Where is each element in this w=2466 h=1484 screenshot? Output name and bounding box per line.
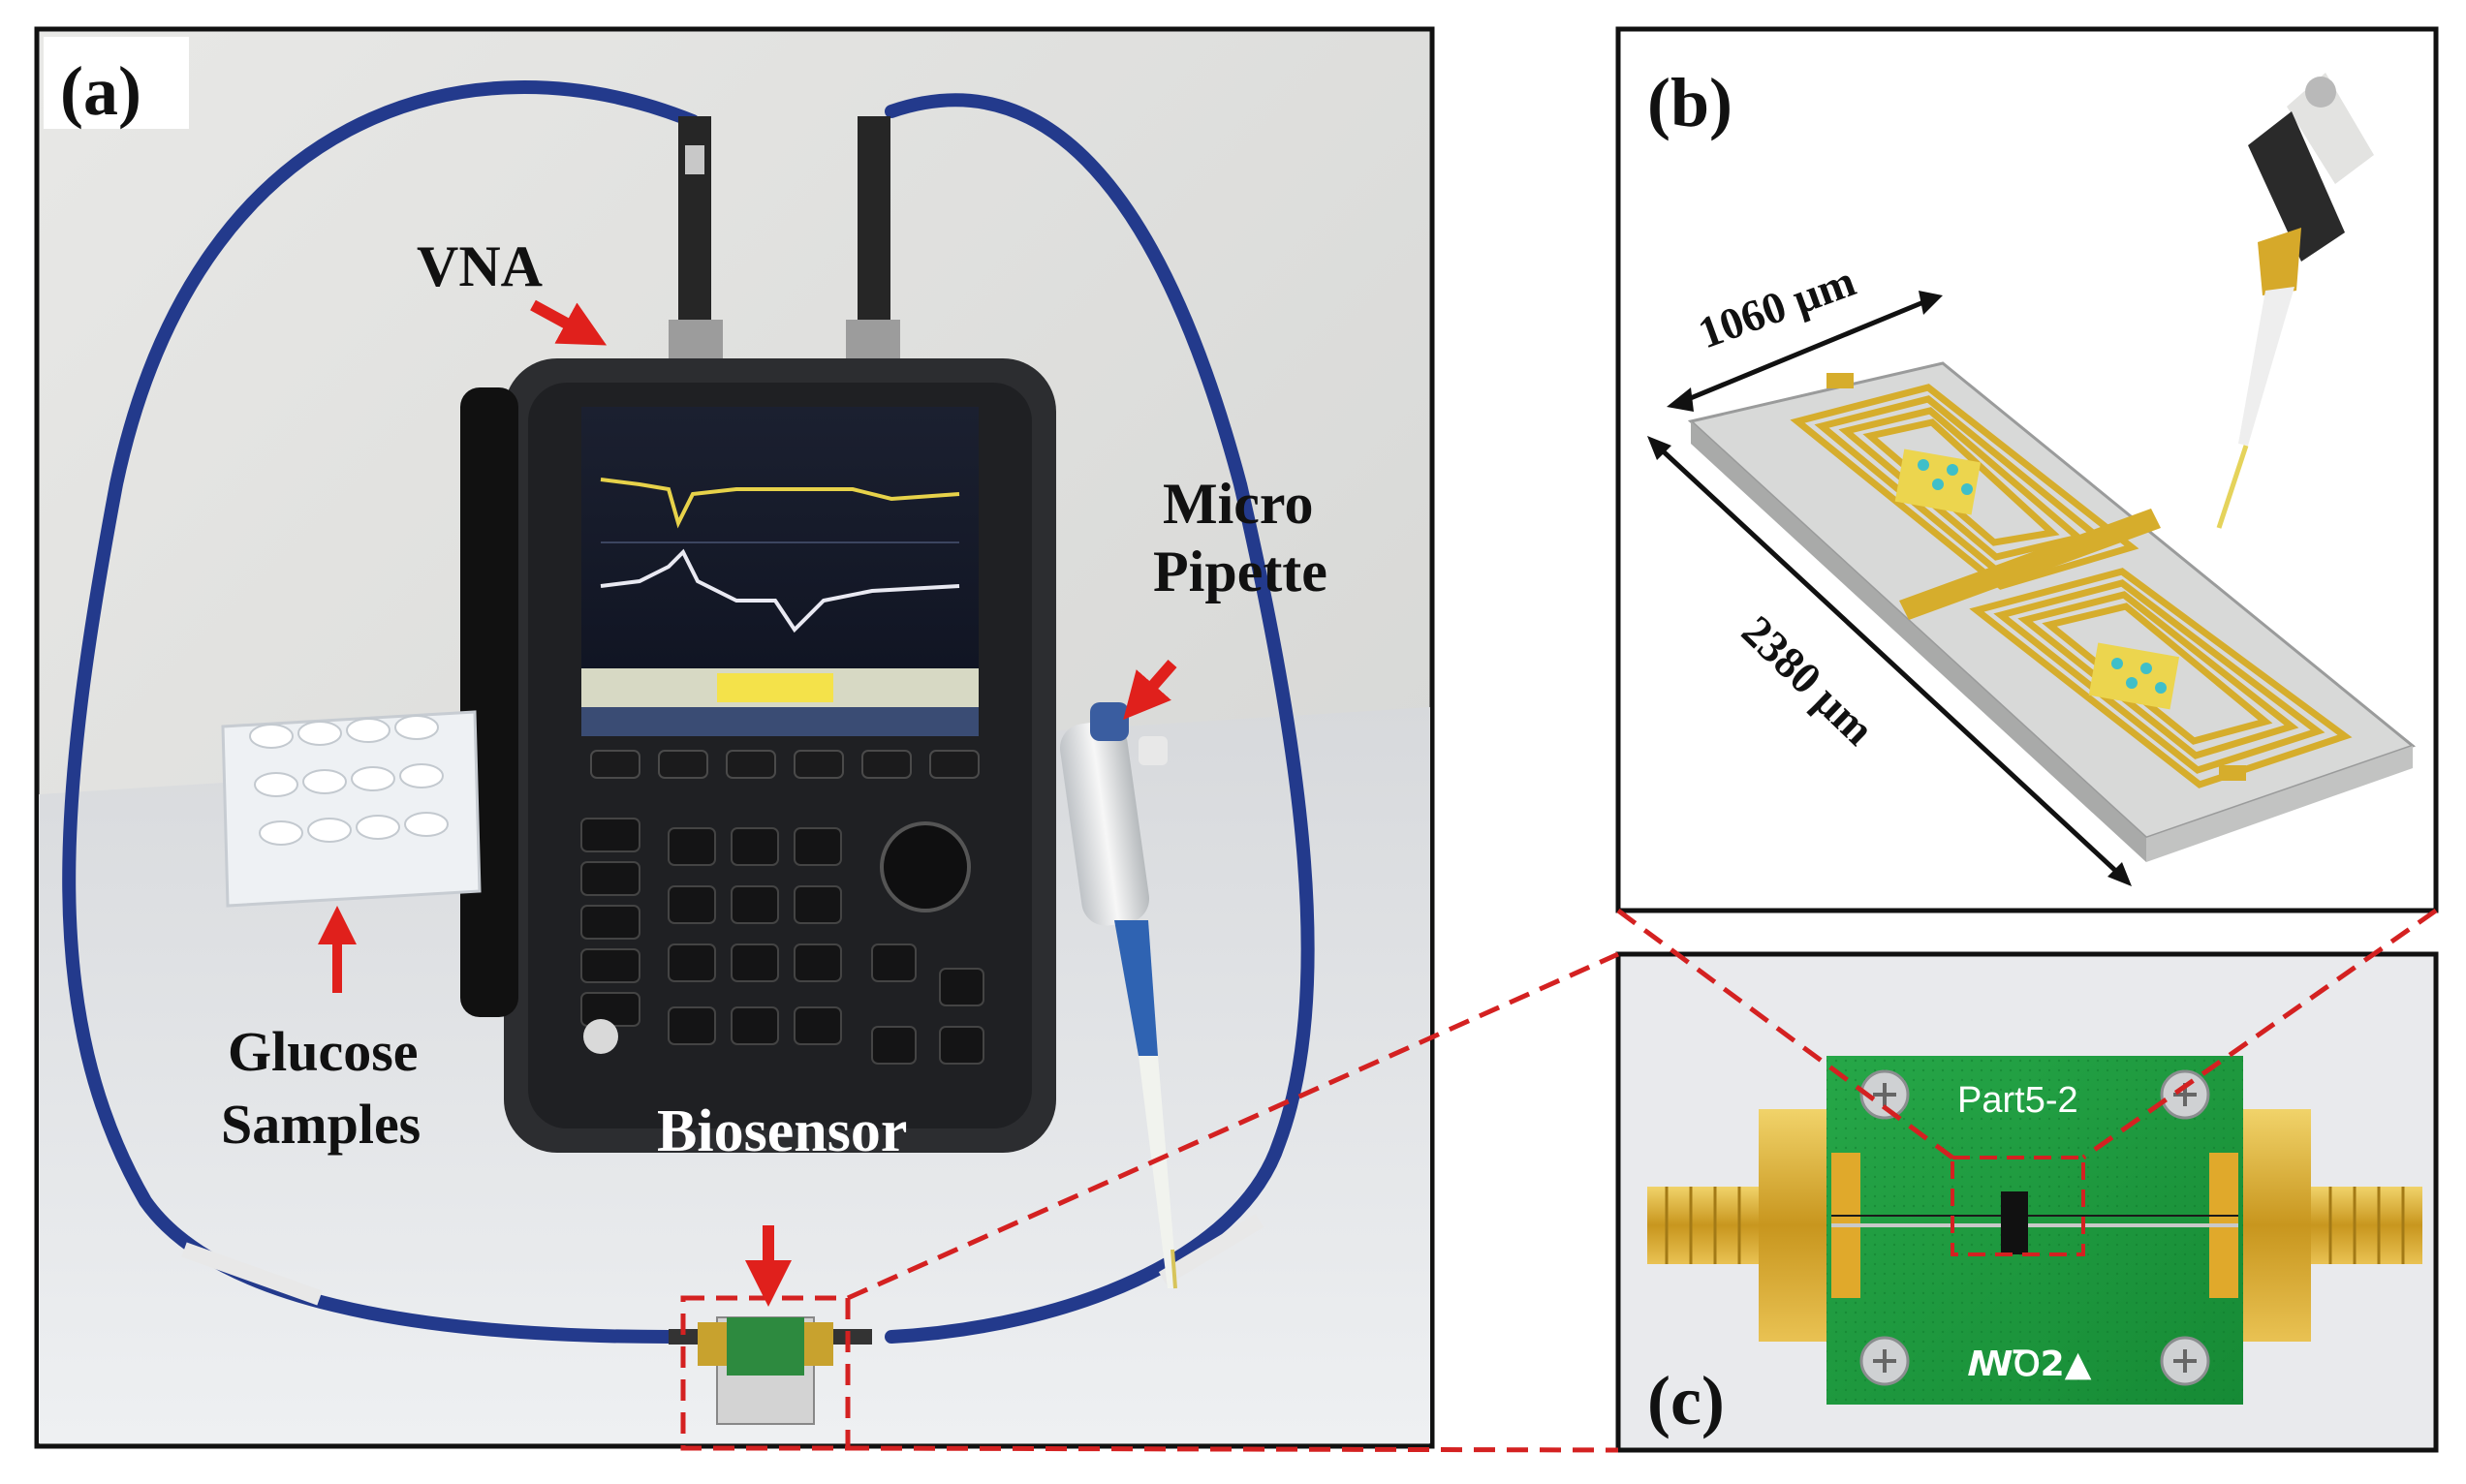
panel-a-label: (a)	[60, 52, 141, 130]
micro-label: Micro	[1163, 472, 1313, 536]
panel-b-label: (b)	[1647, 64, 1732, 141]
panel-b-3d-render: (b)	[1615, 26, 2439, 913]
panel-c-label: (c)	[1647, 1362, 1725, 1439]
glucose-label: Glucose	[228, 1020, 419, 1083]
pipette-arrow	[1123, 660, 1177, 721]
annotation-arrows	[318, 299, 1177, 1307]
vna-power-button	[583, 1019, 618, 1054]
pcb-part-label: Part5-2	[1957, 1080, 2078, 1121]
zoom-connector-lines	[846, 908, 2438, 1453]
micro-pipette-render	[2216, 73, 2374, 529]
sma-connector-left	[1647, 1187, 1764, 1264]
pcb-screws	[1859, 1069, 2210, 1386]
chip-highlight-box	[1951, 1156, 2085, 1256]
vna-strap	[460, 387, 518, 1017]
vna-arrow	[530, 299, 608, 346]
biosensor-fixture	[698, 1316, 833, 1425]
panel-a-photo: (a) VNA Micro Pipette Glucose Samples Bi…	[34, 26, 1435, 1451]
biosensor-label: Biosensor	[657, 1098, 907, 1164]
sma-connector-right	[2306, 1187, 2422, 1264]
panel-c-photo: Part5-2 ꟿꝹ2▲ (c)	[1615, 951, 2439, 1453]
width-dimension-line	[1680, 297, 1929, 405]
glucose-sample-tray	[221, 710, 482, 908]
pipette-label: Pipette	[1153, 540, 1327, 603]
vna-label: VNA	[417, 234, 543, 298]
sensor-chip	[2001, 1191, 2028, 1254]
samples-label: Samples	[221, 1093, 421, 1156]
micro-pipette-photo	[1059, 702, 1177, 1289]
pcb-mark: ꟿꝹ2▲	[1967, 1345, 2092, 1384]
vna-knob	[880, 821, 971, 912]
vna-instrument	[460, 358, 1056, 1153]
length-dimension-line	[1655, 444, 2124, 879]
